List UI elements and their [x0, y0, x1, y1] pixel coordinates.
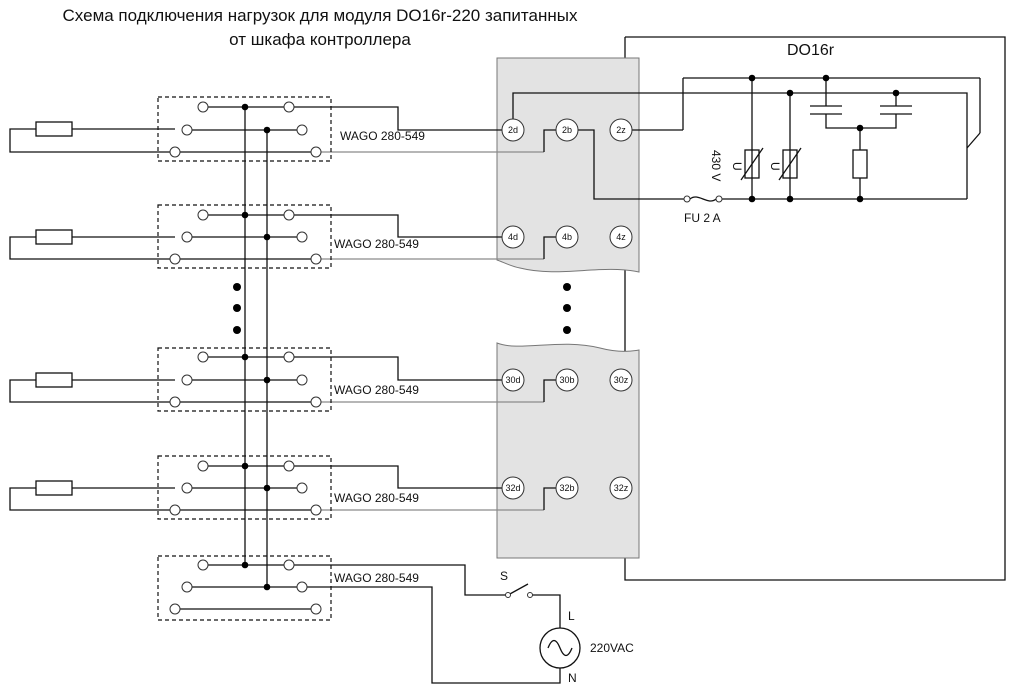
load-row-4: [9, 465, 556, 511]
supply-voltage-label: 220VAC: [590, 641, 634, 655]
pin-32b: 32b: [559, 483, 574, 493]
connector-box-1: [157, 96, 332, 162]
pin-2z: 2z: [616, 125, 626, 135]
supply-row: [175, 564, 581, 684]
varistor-symbol-1: U: [730, 162, 744, 171]
switch-label: S: [500, 569, 508, 583]
connector-box-2: [157, 204, 332, 269]
pin-30b: 30b: [559, 375, 574, 385]
varistor-rating: 430 V: [709, 150, 723, 181]
connector-label-1: WAGO 280-549: [340, 129, 425, 143]
connector-terminals: [169, 101, 533, 615]
pin-32z: 32z: [614, 483, 629, 493]
connector-label-5: WAGO 280-549: [334, 571, 419, 585]
connector-box-5: [157, 555, 332, 621]
bus-junction-dots: [241, 103, 271, 591]
pin-2b: 2b: [562, 125, 572, 135]
load-row-2: [9, 214, 556, 260]
connector-label-3: WAGO 280-549: [334, 383, 419, 397]
module-connector-bottom: [496, 342, 640, 559]
module-connector-top: [496, 57, 640, 273]
pin-4d: 4d: [508, 232, 518, 242]
pin-2d: 2d: [508, 125, 518, 135]
pin-4b: 4b: [562, 232, 572, 242]
module-pins: 2d 2b 2z 4d 4b 4z 30d 30b 30z 32d 32b 32…: [501, 118, 633, 500]
varistor-symbol-2: U: [768, 162, 782, 171]
supply-neutral-label: N: [568, 671, 577, 685]
connector-label-4: WAGO 280-549: [334, 491, 419, 505]
title-line-1: Схема подключения нагрузок для модуля DO…: [62, 6, 578, 25]
connector-box-4: [157, 455, 332, 520]
fuse-label: FU 2 A: [684, 211, 721, 225]
pin-30z: 30z: [614, 375, 629, 385]
connector-label-2: WAGO 280-549: [334, 237, 419, 251]
continuation-dots: [233, 283, 571, 334]
load-row-1: [9, 106, 556, 153]
pin-4z: 4z: [616, 232, 626, 242]
diagram-title: Схема подключения нагрузок для модуля DO…: [0, 4, 640, 52]
title-line-2: от шкафа контроллера: [229, 30, 411, 49]
pin-30d: 30d: [505, 375, 520, 385]
module-enclosure: [624, 36, 1006, 581]
junction-dots: [748, 74, 900, 203]
internal-circuit: [512, 77, 981, 203]
module-name: DO16r: [787, 42, 835, 59]
supply-line-label: L: [568, 609, 575, 623]
pin-32d: 32d: [505, 483, 520, 493]
connector-box-3: [157, 347, 332, 412]
load-row-3: [9, 356, 556, 403]
